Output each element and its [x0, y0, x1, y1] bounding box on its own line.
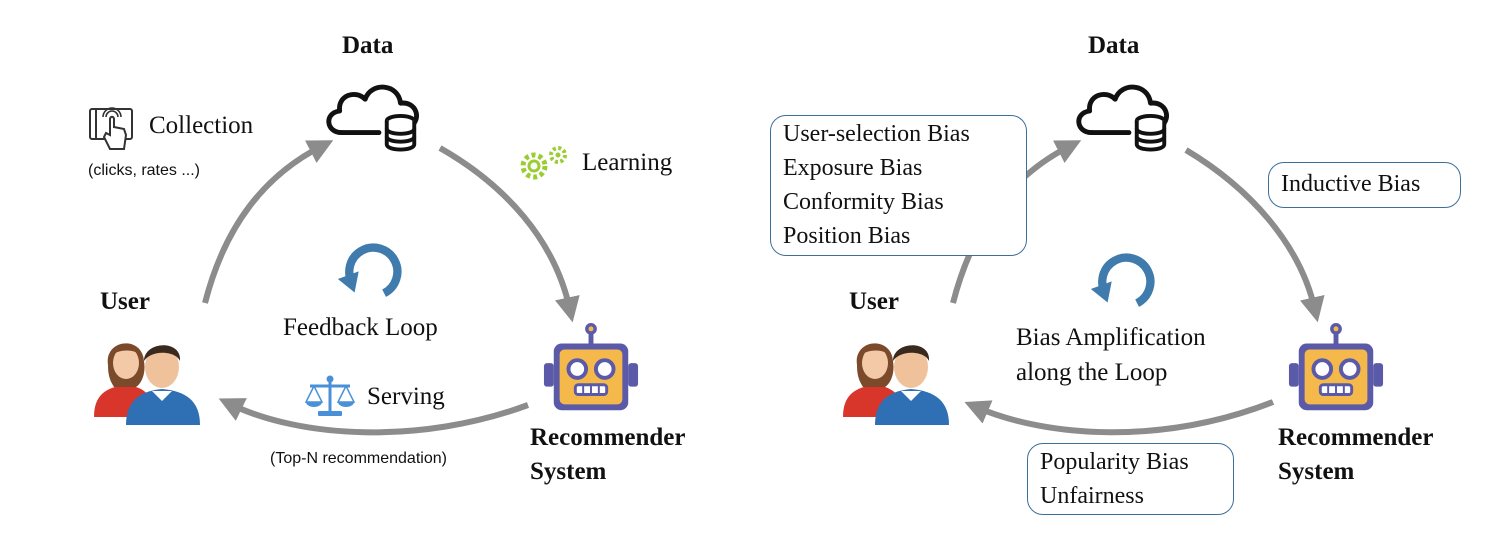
loop-arrows	[202, 140, 580, 436]
bias-panel: Data User Recommender System User-select…	[743, 0, 1485, 540]
bias-item: User-selection Bias	[783, 121, 970, 147]
serving-label: Serving	[367, 383, 445, 410]
bias-item: Exposure Bias	[783, 155, 923, 181]
data-node-label: Data	[1088, 32, 1140, 59]
learning-arrow	[1184, 147, 1325, 323]
recommender-node-label-line2: System	[530, 458, 607, 485]
touch-screen-icon	[89, 107, 133, 150]
refresh-loop-icon	[336, 234, 410, 308]
learning-bias-box: Inductive Bias	[1268, 162, 1461, 208]
users-icon	[839, 325, 959, 425]
bias-amplification-label-line1: Bias Amplification	[1016, 324, 1206, 351]
feedback-loop-panel: Data User Recommender System Collection …	[0, 0, 742, 540]
refresh-loop-icon	[1089, 244, 1163, 318]
recommender-node-label-line2: System	[1278, 458, 1355, 485]
bias-amplification-label-line2: along the Loop	[1016, 359, 1168, 386]
recommender-node-label-line1: Recommender	[530, 424, 686, 451]
balance-scale-icon	[304, 375, 356, 416]
bias-item: Unfairness	[1040, 483, 1144, 509]
robot-icon	[542, 322, 640, 420]
serving-arrow	[964, 399, 1275, 436]
gears-icon	[520, 146, 567, 180]
collection-arrow	[202, 140, 334, 304]
collection-sublabel: (clicks, rates ...)	[88, 162, 201, 179]
learning-arrow	[438, 145, 580, 323]
recommender-node-label-line1: Recommender	[1278, 424, 1434, 451]
serving-bias-box: Popularity Bias Unfairness	[1027, 443, 1234, 515]
serving-sublabel: (Top-N recommendation)	[270, 450, 447, 467]
bias-item: Inductive Bias	[1281, 171, 1421, 197]
collection-bias-box: User-selection Bias Exposure Bias Confor…	[770, 115, 1027, 256]
cloud-database-icon	[320, 70, 428, 152]
robot-icon	[1287, 322, 1385, 420]
cloud-database-icon	[1070, 70, 1178, 152]
bias-item: Conformity Bias	[783, 189, 944, 215]
serving-arrow	[218, 398, 530, 436]
bias-item: Position Bias	[783, 223, 911, 249]
data-node-label: Data	[342, 32, 394, 59]
user-node-label: User	[849, 288, 899, 315]
learning-label: Learning	[582, 149, 673, 176]
feedback-loop-label: Feedback Loop	[283, 314, 438, 341]
user-node-label: User	[100, 288, 150, 315]
collection-label: Collection	[149, 112, 254, 139]
users-icon	[90, 325, 210, 425]
bias-item: Popularity Bias	[1040, 449, 1189, 475]
